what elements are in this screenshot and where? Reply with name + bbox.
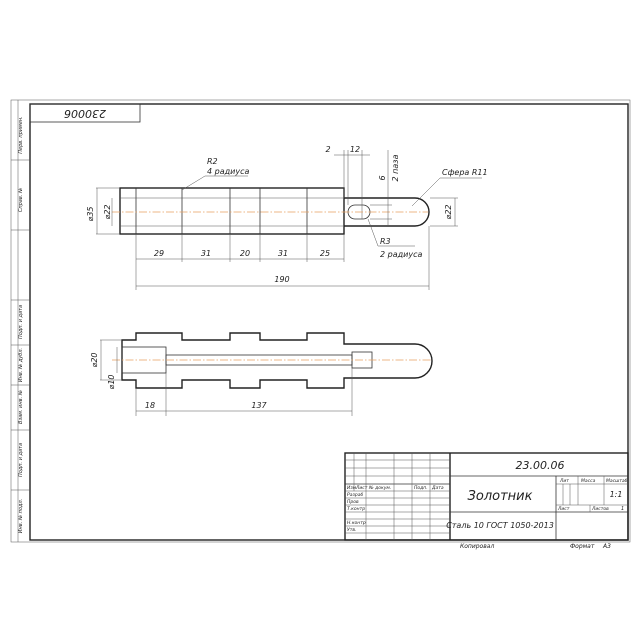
sheets-label: Листов	[591, 506, 609, 512]
stamp-inv-dubl: Инв. № дубл.	[18, 348, 24, 382]
role-nkontr: Н.контр	[347, 520, 366, 526]
role-tkontr: Т.контр	[347, 506, 365, 512]
main-view	[112, 187, 430, 235]
dim-diam-22-right: ⌀22	[444, 205, 453, 220]
dim-diam-10: ⌀10	[107, 375, 116, 390]
section-view	[112, 332, 433, 389]
dim-31b: 31	[278, 249, 288, 258]
lit-label: Лит	[559, 478, 569, 484]
material: Сталь 10 ГОСТ 1050-2013	[446, 521, 554, 530]
format-value: A3	[602, 543, 611, 550]
sheets-total: 1	[621, 506, 624, 512]
dim-r3: R3	[380, 237, 391, 246]
hdr-izm: Изм	[347, 485, 357, 491]
format-label: Формат	[570, 543, 595, 550]
stamp-inv-podl: Инв. № подл.	[18, 499, 24, 534]
dim-6: 6	[378, 175, 387, 180]
hdr-dok: № докум.	[368, 485, 391, 491]
scale-value: 1:1	[610, 490, 623, 499]
dim-diam-20: ⌀20	[90, 353, 99, 368]
dim-r2: R2	[207, 157, 218, 166]
role-razrab: Разраб	[347, 492, 363, 498]
outer-frame	[10, 99, 631, 543]
top-number-box	[29, 103, 141, 123]
dim-137: 137	[251, 401, 267, 410]
title-number: 23.00.06	[516, 459, 565, 472]
dim-12: 12	[350, 145, 360, 154]
part-name: Золотник	[468, 489, 533, 504]
dim-r3-note: 2 радиуса	[380, 250, 422, 259]
dim-sphere: Сфера R11	[442, 168, 488, 177]
role-prov: Пров	[347, 499, 359, 505]
stamp-vzam: Взам. инв. №	[18, 390, 24, 424]
main-view-dimensions: ⌀35 ⌀22 R2 4 радиуса 29 31 20 31 25 190 …	[86, 145, 488, 290]
dim-r2-note: 4 радиуса	[207, 167, 249, 176]
top-number: 230006	[64, 107, 106, 120]
dim-20: 20	[240, 249, 250, 258]
dim-18: 18	[145, 401, 155, 410]
dim-31a: 31	[201, 249, 211, 258]
dim-29: 29	[154, 249, 164, 258]
inner-frame	[29, 103, 629, 541]
dim-190: 190	[274, 275, 289, 284]
stamp-sprav: Справ. №	[18, 188, 24, 212]
title-block: 23.00.06 Изм Лист № докум. Подп. Дата Ра…	[344, 452, 629, 541]
scale-label: Масштаб	[606, 478, 628, 484]
role-utv: Утв.	[347, 527, 356, 533]
side-stamp: Перв. примен. Справ. № Подп. и дата Инв.…	[11, 100, 30, 542]
sheet-label: Лист	[557, 506, 570, 512]
dim-2: 2	[325, 145, 330, 154]
stamp-podp1: Подп. и дата	[18, 305, 24, 339]
dim-6-note: 2 паза	[391, 154, 400, 181]
hdr-list: Лист	[355, 485, 368, 491]
dim-diam-22: ⌀22	[103, 205, 112, 220]
dim-diam-35: ⌀35	[86, 207, 95, 222]
stamp-perv: Перв. примен.	[18, 116, 24, 154]
mass-label: Масса	[581, 478, 596, 484]
section-dimensions: ⌀20 ⌀10 18 137	[90, 339, 353, 416]
copied-label: Копировал	[460, 543, 494, 550]
stamp-podp2: Подп. и дата	[18, 443, 24, 477]
dim-25: 25	[320, 249, 330, 258]
hdr-data: Дата	[431, 485, 444, 491]
hdr-podp: Подп.	[414, 485, 428, 491]
